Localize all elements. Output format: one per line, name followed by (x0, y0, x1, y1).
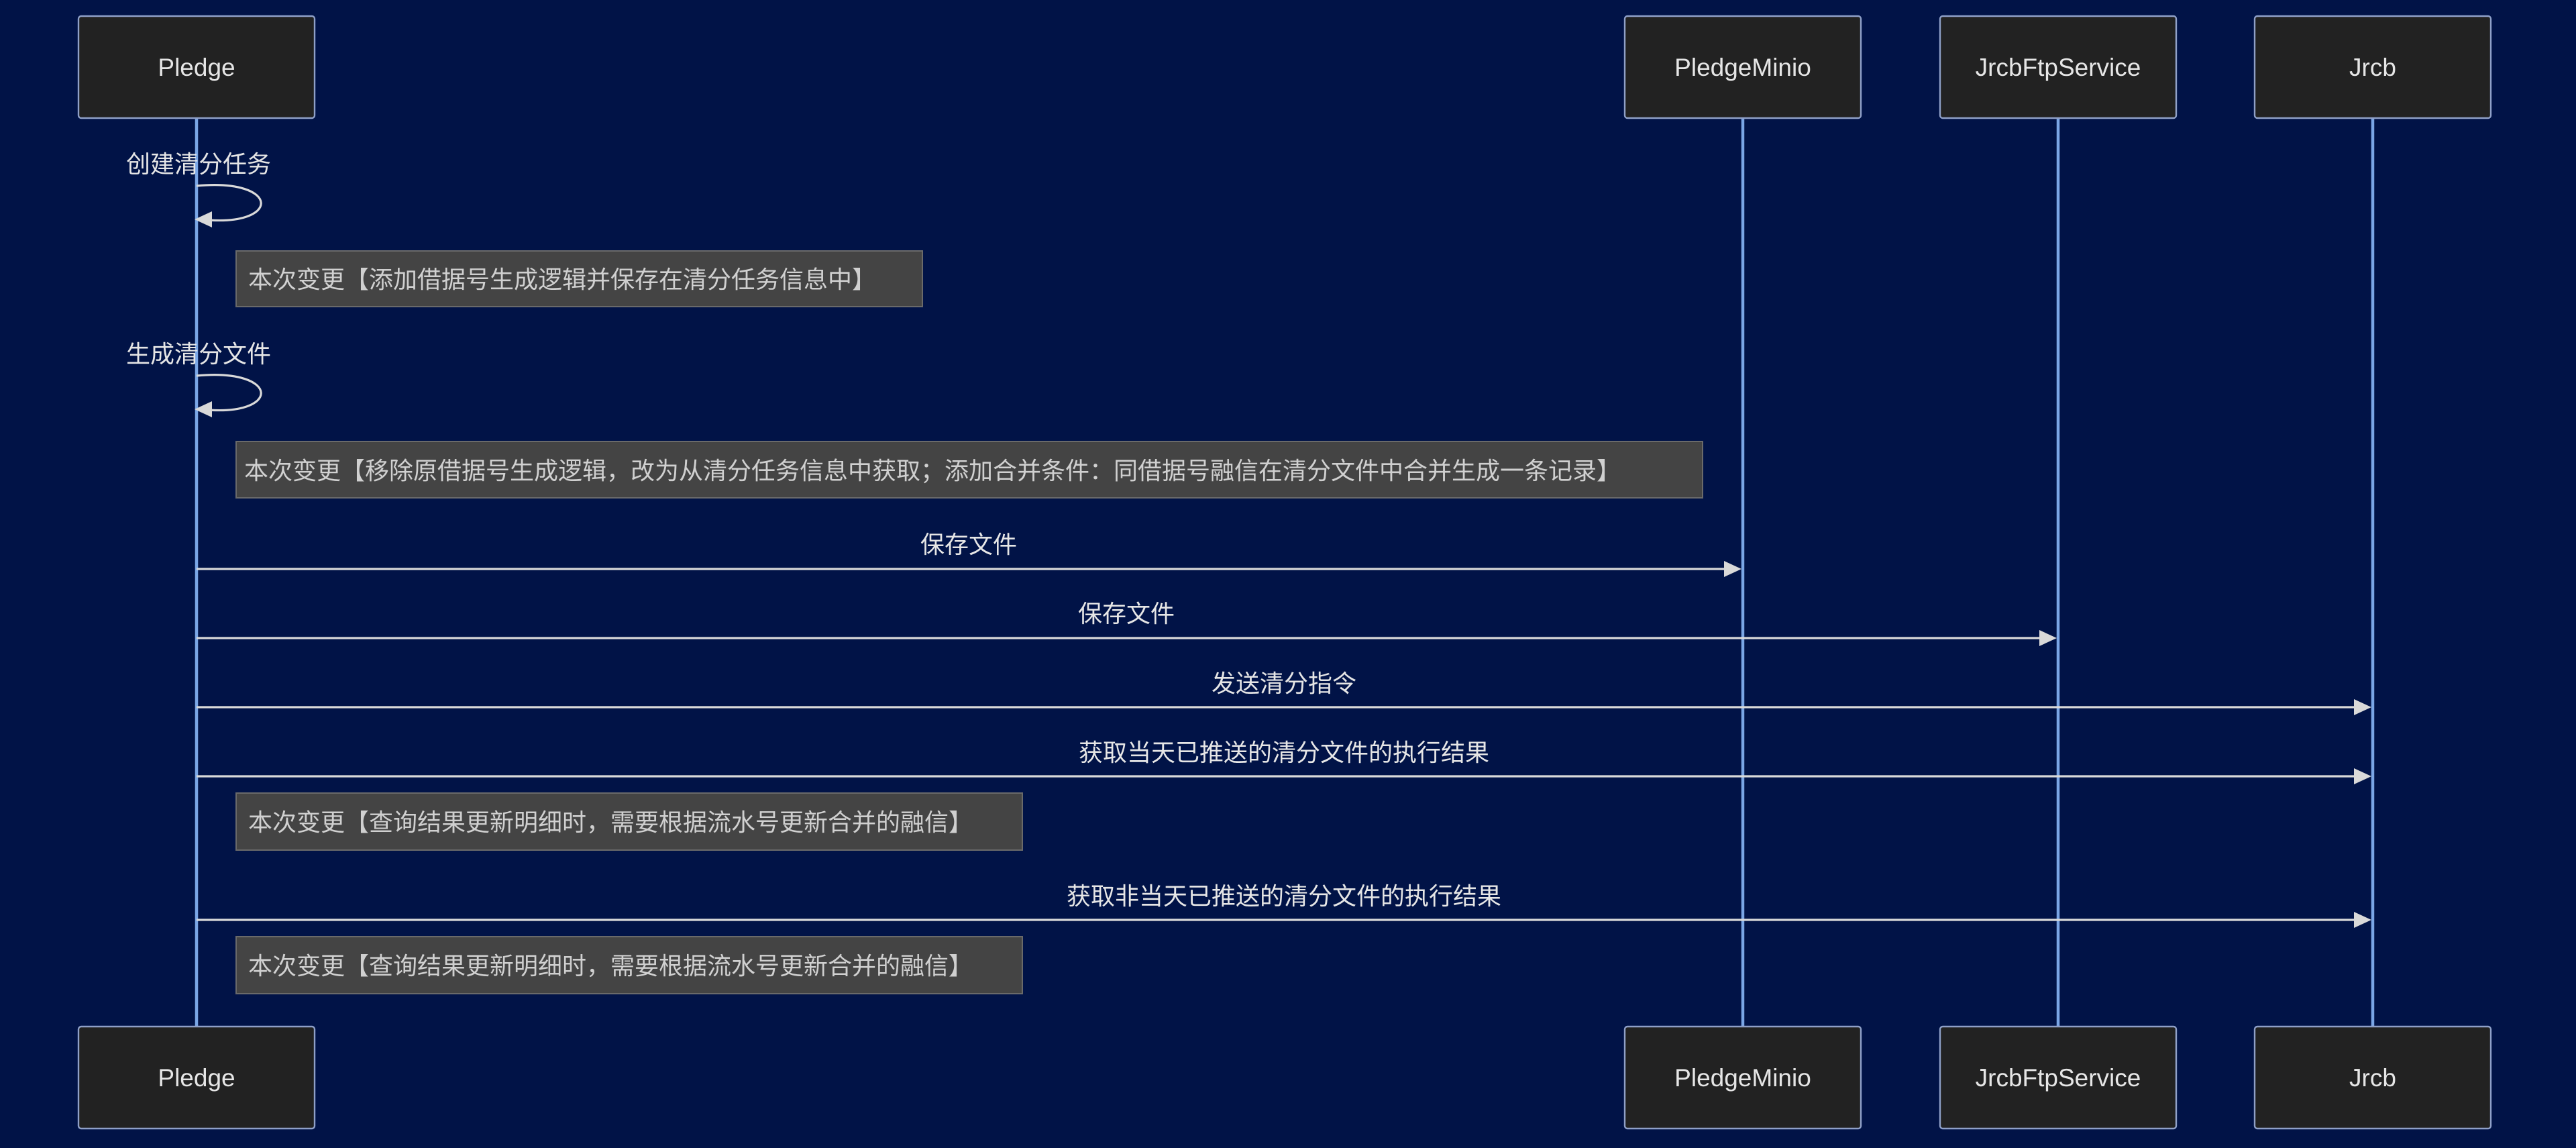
arrowhead (2354, 699, 2371, 715)
actor-box (1939, 15, 2178, 119)
actor-top-jrcb-ftp-service: JrcbFtpService (1939, 15, 2178, 119)
actor-box (77, 15, 316, 119)
arrowhead (2354, 768, 2371, 784)
actor-box (1939, 1025, 2178, 1130)
note-label: 本次变更【移除原借据号生成逻辑，改为从清分任务信息中获取；添加合并条件：同借据号… (244, 458, 1621, 485)
arrowhead (1724, 561, 1741, 577)
actor-top-pledge: Pledge (77, 15, 316, 119)
actor-label: JrcbFtpService (1976, 54, 2141, 81)
actor-box (2253, 1025, 2492, 1130)
actor-top-pledge-minio: PledgeMinio (1623, 15, 1862, 119)
note-label: 本次变更【查询结果更新明细时，需要根据流水号更新合并的融信】 (248, 809, 973, 837)
message-label: 保存文件 (920, 531, 1017, 559)
arrowhead (2354, 912, 2371, 928)
message-label: 发送清分指令 (1212, 670, 1356, 698)
note-label: 本次变更【添加借据号生成逻辑并保存在清分任务信息中】 (248, 266, 876, 294)
message-label: 获取非当天已推送的清分文件的执行结果 (1067, 883, 1501, 910)
arrowhead (2039, 630, 2057, 646)
actor-label: Pledge (158, 1064, 235, 1092)
actor-label: JrcbFtpService (1976, 1064, 2141, 1092)
actor-label: PledgeMinio (1674, 1064, 1811, 1092)
note-box (235, 441, 1703, 499)
arrowhead (195, 211, 212, 227)
actor-label: Jrcb (2349, 1064, 2396, 1092)
actor-bottom-jrcb: Jrcb (2253, 1025, 2492, 1130)
actor-box (1623, 15, 1862, 119)
message-label: 生成清分文件 (126, 341, 271, 368)
arrowhead (195, 401, 212, 417)
actor-label: Jrcb (2349, 54, 2396, 81)
actor-box (2253, 15, 2492, 119)
message-label: 创建清分任务 (126, 151, 271, 178)
actor-bottom-pledge-minio: PledgeMinio (1623, 1025, 1862, 1130)
message-label: 保存文件 (1078, 601, 1175, 628)
actor-bottom-pledge: Pledge (77, 1025, 316, 1130)
actor-label: PledgeMinio (1674, 54, 1811, 81)
note-box (235, 250, 923, 307)
self-message-arrow (196, 184, 262, 221)
actor-top-jrcb: Jrcb (2253, 15, 2492, 119)
message-label: 获取当天已推送的清分文件的执行结果 (1079, 739, 1489, 767)
actor-bottom-jrcb-ftp-service: JrcbFtpService (1939, 1025, 2178, 1130)
actor-label: Pledge (158, 54, 235, 81)
note-box (235, 792, 1023, 851)
note-box (235, 936, 1023, 994)
actor-box (1623, 1025, 1862, 1130)
self-message-arrow (196, 374, 262, 411)
actor-box (77, 1025, 316, 1130)
note-label: 本次变更【查询结果更新明细时，需要根据流水号更新合并的融信】 (248, 953, 973, 980)
